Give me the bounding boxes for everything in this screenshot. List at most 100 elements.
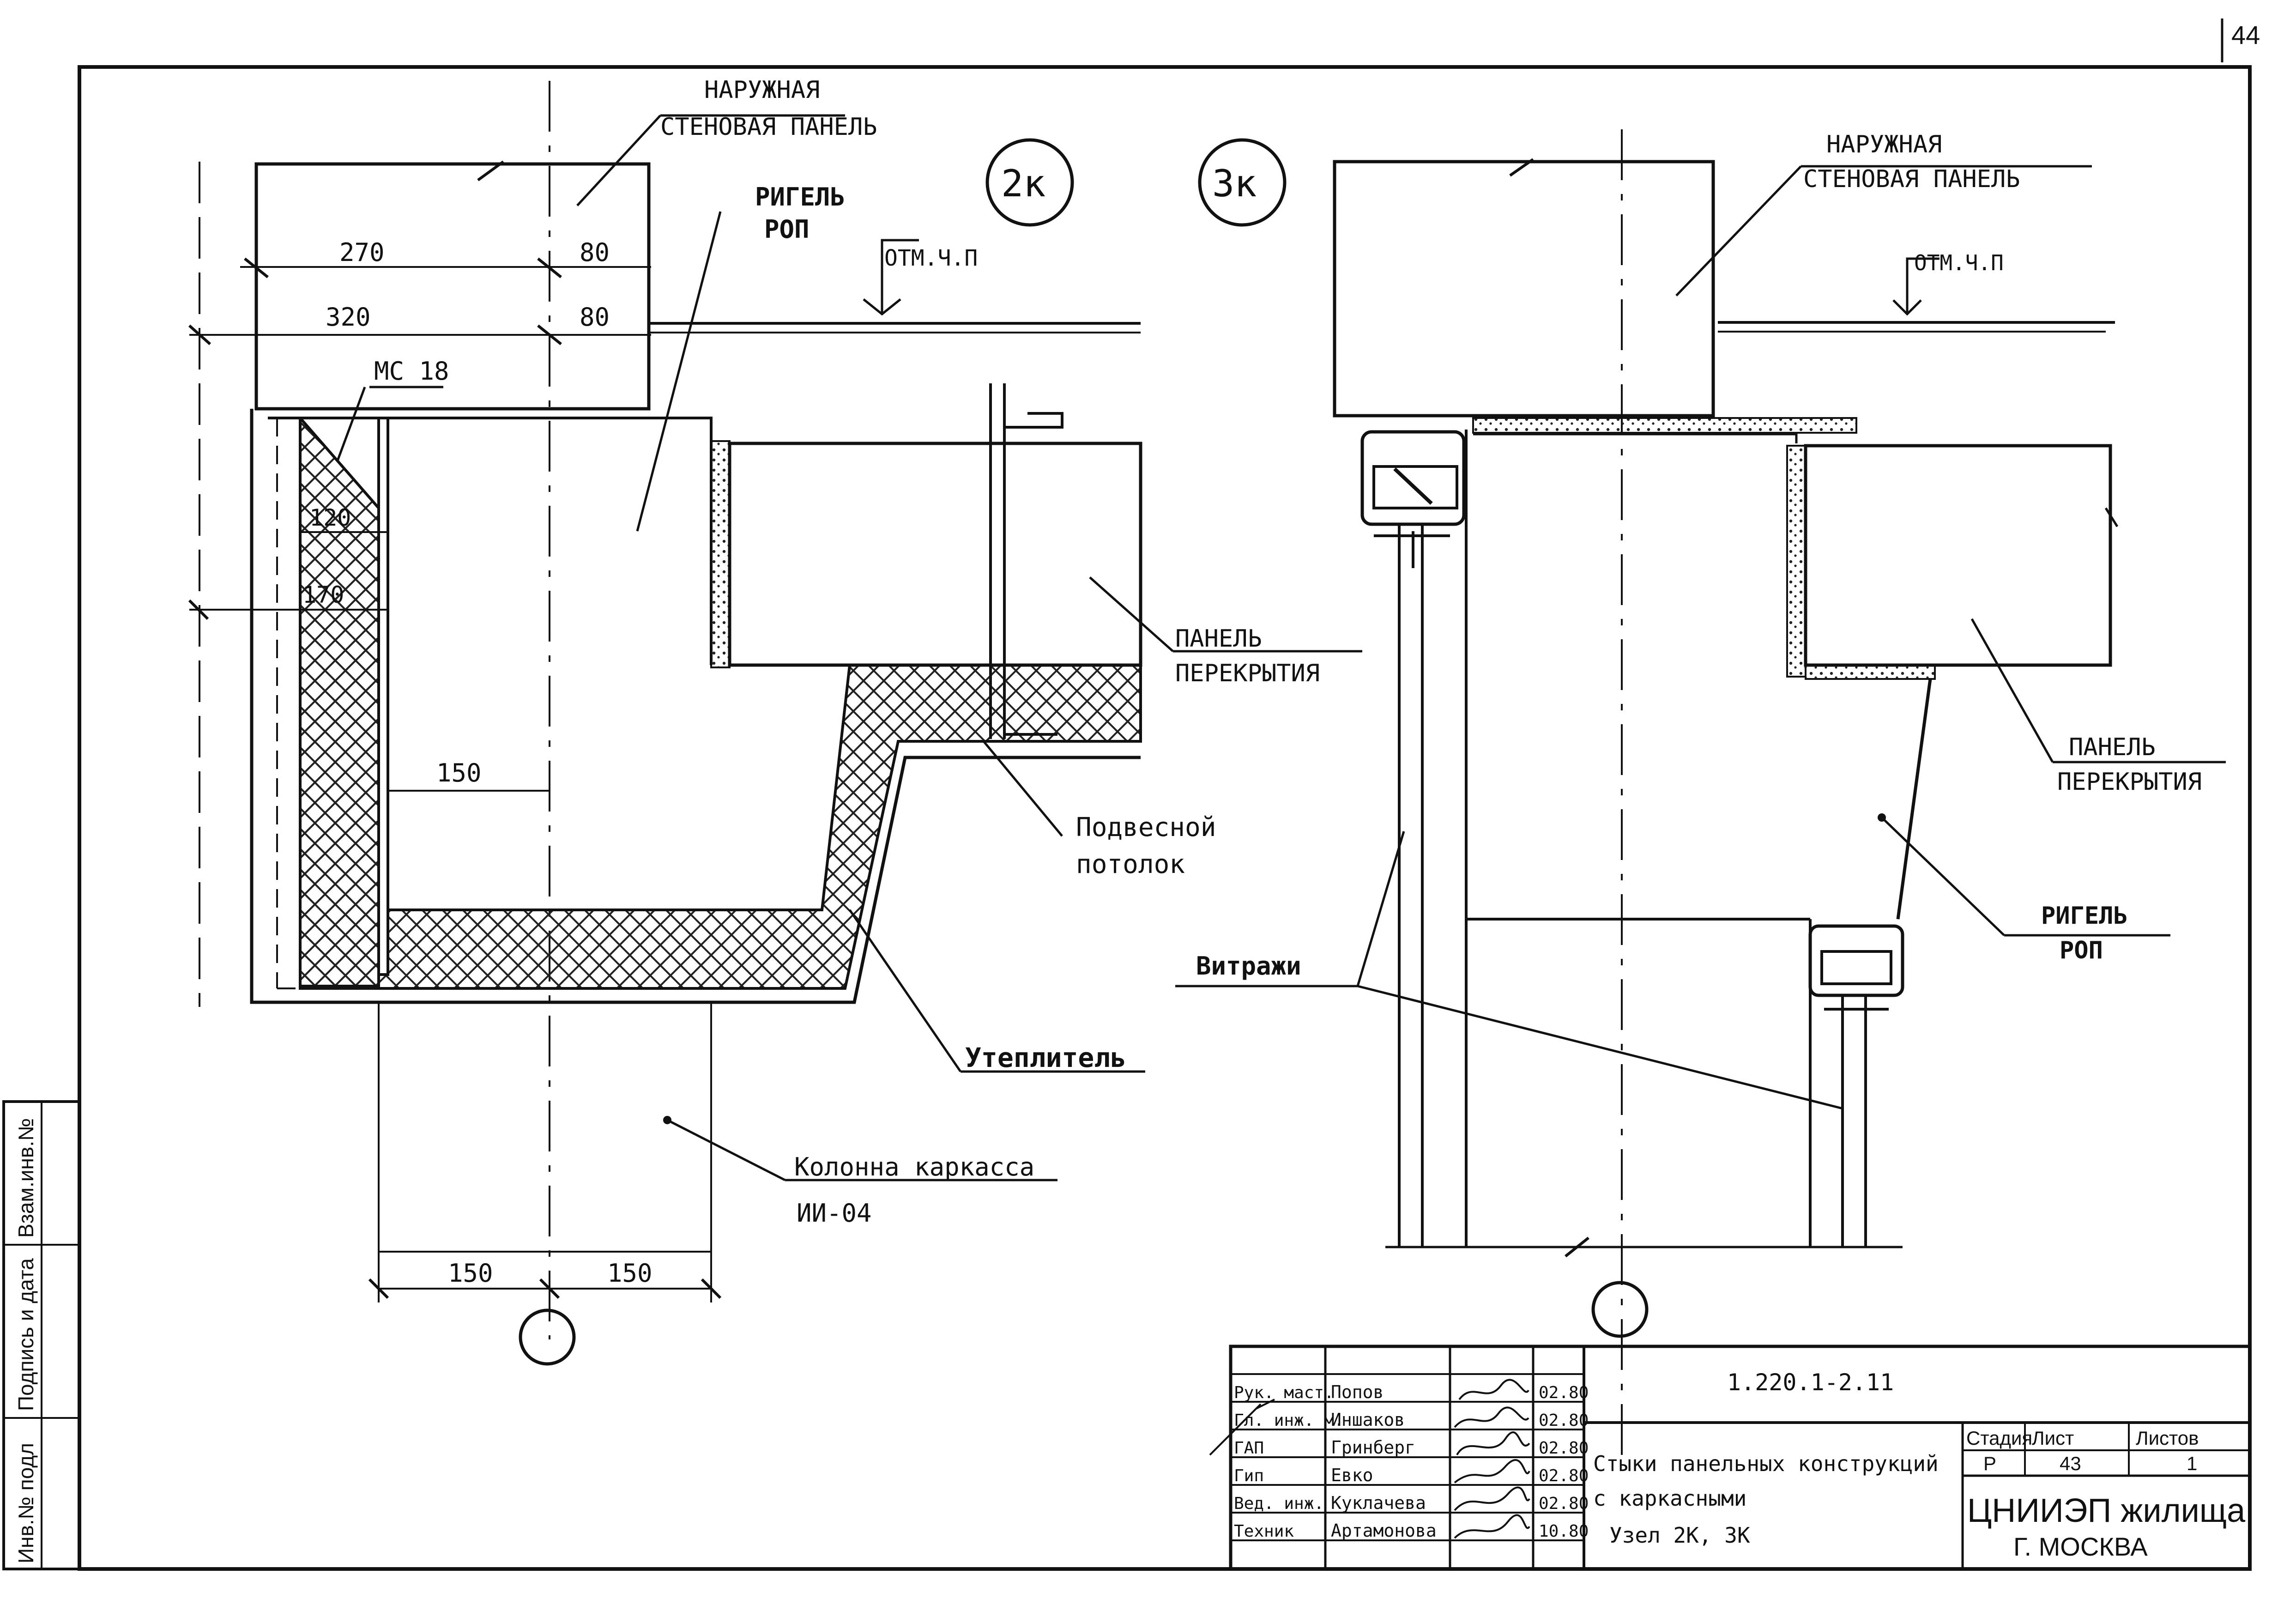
ms18-label: МС 18 <box>374 357 449 386</box>
floor-panel-2k <box>728 442 1142 667</box>
staff-date: 02.80 <box>1539 1411 1589 1430</box>
signature-3 <box>1456 1431 1530 1456</box>
sheets-value: 1 <box>2187 1453 2197 1474</box>
floor-panel-label-1-3k: ПАНЕЛЬ <box>2069 733 2156 761</box>
staff-role: Рук. маст. <box>1234 1383 1334 1402</box>
staff-name: Куклачева <box>1331 1493 1426 1513</box>
wall-panel-label-2-2k: СТЕНОВАЯ ПАНЕЛЬ <box>660 113 877 141</box>
node-3k: 3к ОТМ.Ч.П Н <box>1175 129 2226 1469</box>
title-line-3: Узел 2К, 3К <box>1609 1523 1750 1548</box>
signature-2 <box>1454 1406 1529 1428</box>
mortar-joint-2k <box>710 440 731 668</box>
rigel-label-1-3k: РИГЕЛЬ <box>2041 902 2128 930</box>
sheet-value: 43 <box>2060 1453 2081 1474</box>
steel-angle-2k <box>989 383 1063 739</box>
insulation-layer <box>268 417 1142 990</box>
vitrazh-mullion-top <box>1398 524 1424 1247</box>
doc-code: 1.220.1-2.11 <box>1727 1369 1894 1396</box>
vitrazh-mullion-bottom <box>1824 995 1889 1247</box>
staff-role: Гип <box>1234 1466 1264 1485</box>
dim-150-bottom-right: 150 <box>607 1259 653 1288</box>
staff-rows: Рук. маст. Попов 02.80 Гл. инж. м. Иншак… <box>1234 1382 1589 1541</box>
node-marker-2k-label: 2к <box>1001 162 1045 205</box>
column-outer-contour <box>250 409 1141 1004</box>
floor-panel-label-2-2k: ПЕРЕКРЫТИЯ <box>1175 660 1320 687</box>
staff-name: Евко <box>1331 1465 1373 1485</box>
floor-panel-label-1-2k: ПАНЕЛЬ <box>1175 625 1262 653</box>
staff-role: Гл. инж. м. <box>1234 1411 1344 1430</box>
wall-panel-label-1-2k: НАРУЖНАЯ <box>704 76 820 104</box>
staff-date: 02.80 <box>1539 1494 1589 1513</box>
stage-value: Р <box>1983 1453 1996 1474</box>
title-block: 1.220.1-2.11 Стыки панельных конструкций… <box>1209 1345 2252 1571</box>
level-mark-2k: ОТМ.Ч.П <box>884 245 978 271</box>
insulation-label-2k: Утеплитель <box>965 1042 1126 1073</box>
axis-bubble-2k <box>519 1308 576 1366</box>
stamp-inv-podl: Инв.№ подл <box>14 1443 38 1563</box>
ms18-bracket <box>297 417 380 512</box>
dim-120: 120 <box>309 504 351 531</box>
wall-panel-label-1-3k: НАРУЖНАЯ <box>1826 131 1942 158</box>
staff-name: Иншаков <box>1331 1410 1405 1430</box>
stamp-vzam-inv: Взам.инв.№ <box>14 1118 38 1238</box>
node-marker-2k <box>985 138 1074 227</box>
dim-320: 320 <box>326 303 371 332</box>
title-line-2: с каркасными <box>1593 1486 1746 1511</box>
axis-bubble-3k <box>1591 1281 1649 1338</box>
staff-name: Артамонова <box>1331 1520 1437 1541</box>
sheet-header: Лист <box>2032 1427 2074 1449</box>
dim-80-top: 80 <box>580 238 610 267</box>
signature-6 <box>1454 1514 1530 1539</box>
floor-panel-3k <box>1804 444 2112 667</box>
column-inner-edge <box>383 417 713 665</box>
left-stamp: Инв.№ подл Подпись и дата Взам.инв.№ <box>2 1100 81 1570</box>
stamp-signature-date: Подпись и дата <box>14 1258 38 1411</box>
page-number: 44 <box>2231 20 2260 49</box>
column-label-2-2k: ИИ-04 <box>797 1199 872 1228</box>
wall-panel-2k <box>254 162 651 411</box>
wall-panel-label-2-3k: СТЕНОВАЯ ПАНЕЛЬ <box>1803 165 2020 193</box>
staff-date: 10.80 <box>1539 1522 1589 1541</box>
mortar-strip-3k <box>1472 417 1857 434</box>
staff-role: Вед. инж. <box>1234 1494 1324 1513</box>
rigel-label-2-2k: РОП <box>764 215 810 244</box>
staff-name: Попов <box>1331 1382 1384 1402</box>
node-2k: 270 80 320 80 ОТМ.Ч.П МС 18 120 <box>188 76 1362 1366</box>
floor-panel-label-2-3k: ПЕРЕКРЫТИЯ <box>2057 768 2202 796</box>
dim-270: 270 <box>339 238 385 267</box>
title-line-1: Стыки панельных конструкций <box>1593 1451 1939 1476</box>
column-label-1-2k: Колонна каркасса <box>794 1152 1034 1181</box>
staff-name: Гринберг <box>1331 1437 1415 1458</box>
level-mark-arrow-2k <box>863 239 919 316</box>
stage-header: Стадия <box>1966 1427 2032 1449</box>
org-name: ЦНИИЭП жилища <box>1967 1492 2246 1529</box>
node-marker-3k <box>1198 138 1287 227</box>
level-mark-3k: ОТМ.Ч.П <box>1914 250 2004 275</box>
dim-170: 170 <box>302 581 344 608</box>
staff-date: 02.80 <box>1539 1466 1589 1485</box>
staff-role: Техник <box>1234 1522 1294 1541</box>
signature-5 <box>1454 1486 1530 1511</box>
ceiling-label-1-2k: Подвесной <box>1076 812 1216 842</box>
org-city: Г. МОСКВА <box>2013 1532 2148 1561</box>
vitrazh-profile-bottom <box>1808 924 1904 997</box>
signature-1 <box>1458 1379 1529 1400</box>
dim-150-inner: 150 <box>436 758 482 787</box>
sheet-frame <box>78 65 2252 1571</box>
staff-date: 02.80 <box>1539 1383 1589 1402</box>
ceiling-label-2-2k: потолок <box>1076 849 1185 879</box>
vitrazh-profile-top <box>1360 430 1466 526</box>
dim-80-bottom: 80 <box>580 303 610 332</box>
staff-date: 02.80 <box>1539 1439 1589 1458</box>
vitrazhi-label: Витражи <box>1196 951 1301 981</box>
wall-panel-3k <box>1333 160 1715 418</box>
rigel-label-2-3k: РОП <box>2060 937 2103 964</box>
staff-role: ГАП <box>1234 1439 1264 1458</box>
node-marker-3k-label: 3к <box>1212 162 1257 205</box>
signature-4 <box>1454 1459 1530 1484</box>
dim-150-bottom-left: 150 <box>448 1259 493 1288</box>
rigel-body-3k <box>1465 430 1812 1247</box>
sheets-header: Листов <box>2136 1427 2199 1449</box>
rigel-label-1-2k: РИГЕЛЬ <box>755 182 845 212</box>
